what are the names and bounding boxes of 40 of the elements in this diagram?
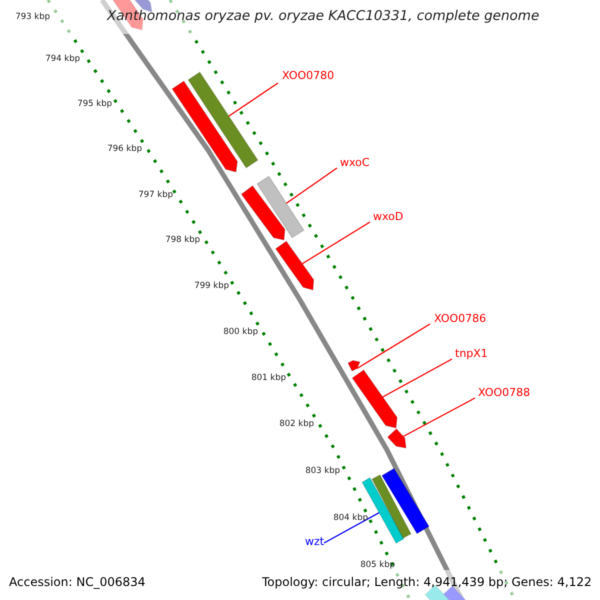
tick-label: 802 kbp [279, 420, 314, 428]
leader-line [356, 323, 430, 370]
gene-label: XOO0780 [282, 70, 334, 81]
tick-label: 803 kbp [305, 467, 340, 476]
gene-segment [256, 176, 305, 238]
gene-segment [381, 468, 430, 534]
gene-segment [240, 185, 286, 241]
leader-line [324, 512, 380, 544]
accession-text: Accession: NC_006834 [9, 576, 146, 588]
tick-label: 796 kbp [107, 145, 142, 154]
gene-segment [371, 474, 412, 539]
leader-line [302, 221, 370, 264]
leader-line [403, 397, 476, 437]
gene-segment [172, 80, 238, 173]
gene-segment [352, 369, 398, 429]
tick-label: 795 kbp [77, 100, 112, 108]
gene-segment [275, 240, 314, 291]
tick-label: 797 kbp [138, 191, 173, 200]
gene-label: XOO0788 [478, 387, 530, 398]
leader-line [286, 168, 338, 204]
genome-summary-text: Topology: circular; Length: 4,941,439 bp; Genes: 4,122 [262, 576, 592, 588]
tick-label: 805 kbp [360, 561, 395, 570]
tick-label: 801 kbp [251, 374, 286, 382]
tick-label: 804 kbp [333, 514, 368, 522]
leader-line [382, 358, 452, 398]
gene-label: XOO0786 [434, 313, 486, 324]
gene-segment [188, 71, 258, 169]
gene-segment [347, 360, 361, 372]
tick-label: 800 kbp [223, 328, 258, 336]
gene-label: wxoD [373, 211, 404, 222]
gene-label: wzt [305, 536, 324, 547]
gene-segment [386, 428, 407, 449]
tick-label: 793 kbp [15, 13, 50, 22]
leader-line [228, 82, 278, 117]
tick-label: 799 kbp [194, 282, 229, 290]
title: Xanthomonas oryzae pv. oryzae KACC10331, complete genome [107, 10, 540, 24]
gene-label: wxoC [340, 157, 370, 168]
tick-label: 794 kbp [45, 55, 80, 64]
tick-label: 798 kbp [165, 236, 200, 244]
gene-label: tnpX1 [455, 348, 488, 359]
